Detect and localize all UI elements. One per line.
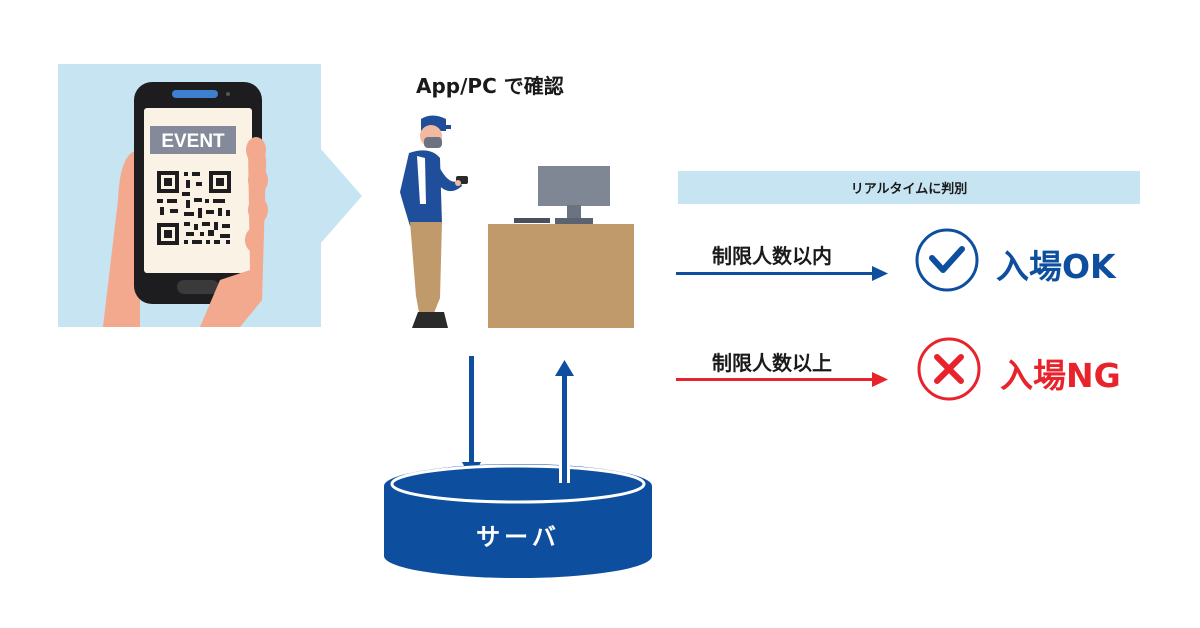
check-icon	[915, 228, 979, 292]
qr-code-icon	[157, 171, 231, 245]
hand-with-phone-illustration: EVENT	[103, 82, 268, 327]
cross-icon	[917, 337, 981, 401]
server-label: サーバ	[476, 523, 560, 551]
judge-banner	[678, 171, 1140, 204]
judge-banner-label: リアルタイムに判別	[850, 182, 968, 197]
check-caption: App/PC で確認	[416, 74, 564, 98]
over-limit-condition: 制限人数以上	[712, 351, 832, 375]
request-down-arrow	[462, 356, 481, 480]
event-badge-text: EVENT	[161, 131, 225, 152]
server-cylinder-icon	[384, 463, 652, 578]
reception-desk-illustration	[488, 166, 634, 328]
event-badge	[150, 126, 236, 154]
within-limit-condition: 制限人数以内	[712, 244, 832, 268]
over-limit-arrow	[676, 372, 888, 387]
response-up-arrow	[555, 360, 574, 472]
entry-ng-result: 入場NG	[1000, 356, 1121, 395]
entry-ok-result: 入場OK	[996, 247, 1116, 286]
staff-person-illustration	[400, 115, 468, 328]
within-limit-arrow	[676, 266, 888, 281]
